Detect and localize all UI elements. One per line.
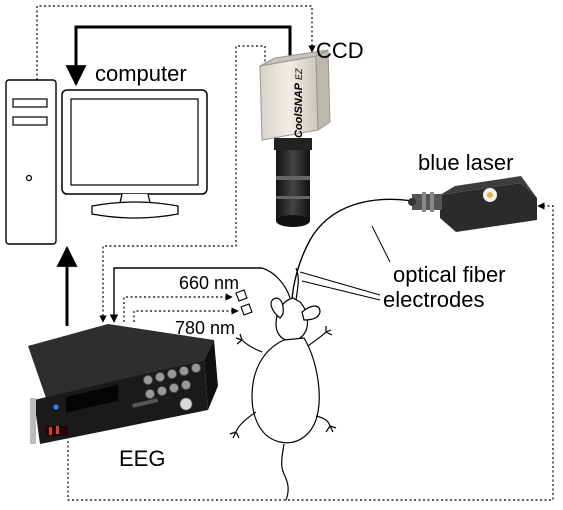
led-780nm (240, 303, 253, 316)
label-eeg: EEG (119, 446, 165, 471)
eeg-display-value: 21.1 (76, 393, 98, 408)
eeg-slot (131, 398, 159, 408)
rat-front-leg-left (235, 333, 263, 353)
electrode-wire-2 (295, 267, 299, 301)
camera-lens (276, 150, 310, 220)
bnc-connector (181, 380, 191, 390)
rat-tail (281, 443, 289, 501)
monitor-frame (61, 89, 208, 195)
ccd-camera-icon: CoolSNAP EZ (259, 49, 331, 227)
monitor-screen (70, 98, 199, 186)
camera-brand-label: CoolSNAP (293, 82, 305, 138)
labels: CCD computer blue laser optical fiber el… (95, 38, 513, 471)
eeg-red-digit-2 (56, 426, 59, 434)
label-ccd: CCD (316, 38, 364, 63)
eeg-top (28, 324, 214, 398)
power-button (25, 174, 33, 182)
connections (36, 5, 554, 501)
laser-fiber-port (408, 198, 416, 206)
bnc-connector (157, 386, 167, 396)
bnc-connector (143, 375, 153, 385)
bnc-connector (169, 383, 179, 393)
laser-top-face (440, 176, 537, 198)
eeg-connectors (143, 363, 201, 399)
label-computer: computer (95, 61, 187, 86)
laser-indicator-inner (487, 192, 493, 198)
camera-body (259, 55, 319, 141)
laser-coupler (412, 194, 442, 210)
led-660nm (235, 289, 248, 302)
camera-lens-ring (276, 176, 310, 180)
laser-body (440, 183, 537, 232)
dotted-line-tower-to-ccd (36, 5, 316, 80)
rat-front-leg-right (307, 326, 333, 347)
eeg-side (204, 340, 218, 410)
rat-ear-left (270, 297, 284, 319)
line-electrode-to-eeg (109, 267, 262, 323)
camera-side (315, 49, 331, 131)
rat-hind-leg-right (315, 415, 337, 433)
dotted-line-eeg-to-laser (67, 202, 554, 501)
label-blue-laser: blue laser (418, 150, 513, 175)
rat-body (251, 337, 320, 444)
arrow-ccd-to-computer (65, 25, 292, 87)
eeg-amplifier-icon: 21.1 (28, 324, 218, 444)
eeg-front (34, 360, 208, 444)
label-optical-fiber: optical fiber (393, 262, 506, 287)
label-electrodes: electrodes (383, 287, 485, 312)
electrode-wires (261, 267, 291, 299)
bnc-connector (167, 369, 177, 379)
camera-model-label: EZ (294, 68, 304, 80)
laser-coupler-ring (422, 192, 426, 212)
bnc-connector (191, 363, 201, 373)
laser-module-icon (408, 176, 537, 232)
eeg-indicator-led (53, 404, 59, 410)
optical-fiber-cable (291, 198, 413, 301)
dotted-line-ccd-to-eeg (99, 45, 266, 323)
label-780nm: 780 nm (175, 318, 235, 338)
computer-tower (5, 79, 57, 245)
bnc-connector (145, 389, 155, 399)
rat-ear-right (301, 305, 321, 321)
eeg-display-panel (66, 384, 118, 413)
drive-bay-1 (12, 98, 48, 108)
leader-electrodes-1 (299, 271, 381, 296)
computer-icon (5, 79, 208, 245)
bnc-connector (155, 372, 165, 382)
bnc-connector (179, 366, 189, 376)
monitor-base (91, 201, 179, 219)
camera-lens-ring-2 (276, 196, 310, 199)
leader-optical-fiber (371, 225, 391, 263)
led-icon-group (235, 289, 253, 316)
eeg-red-digit-1 (49, 427, 52, 435)
label-660nm: 660 nm (179, 273, 239, 293)
rat-hind-leg-left (229, 411, 257, 439)
eeg-rack-ear-left (30, 398, 36, 444)
drive-bay-2 (12, 116, 48, 126)
leader-electrodes-2 (301, 280, 381, 301)
camera-lens-mount (274, 138, 312, 150)
eeg-knob (179, 397, 193, 411)
dotted-line-eeg-to-780nm-led (133, 307, 239, 322)
camera-lens-front (276, 215, 310, 227)
rat-outline-icon (229, 297, 337, 501)
laser-coupler-ring-2 (430, 192, 434, 212)
